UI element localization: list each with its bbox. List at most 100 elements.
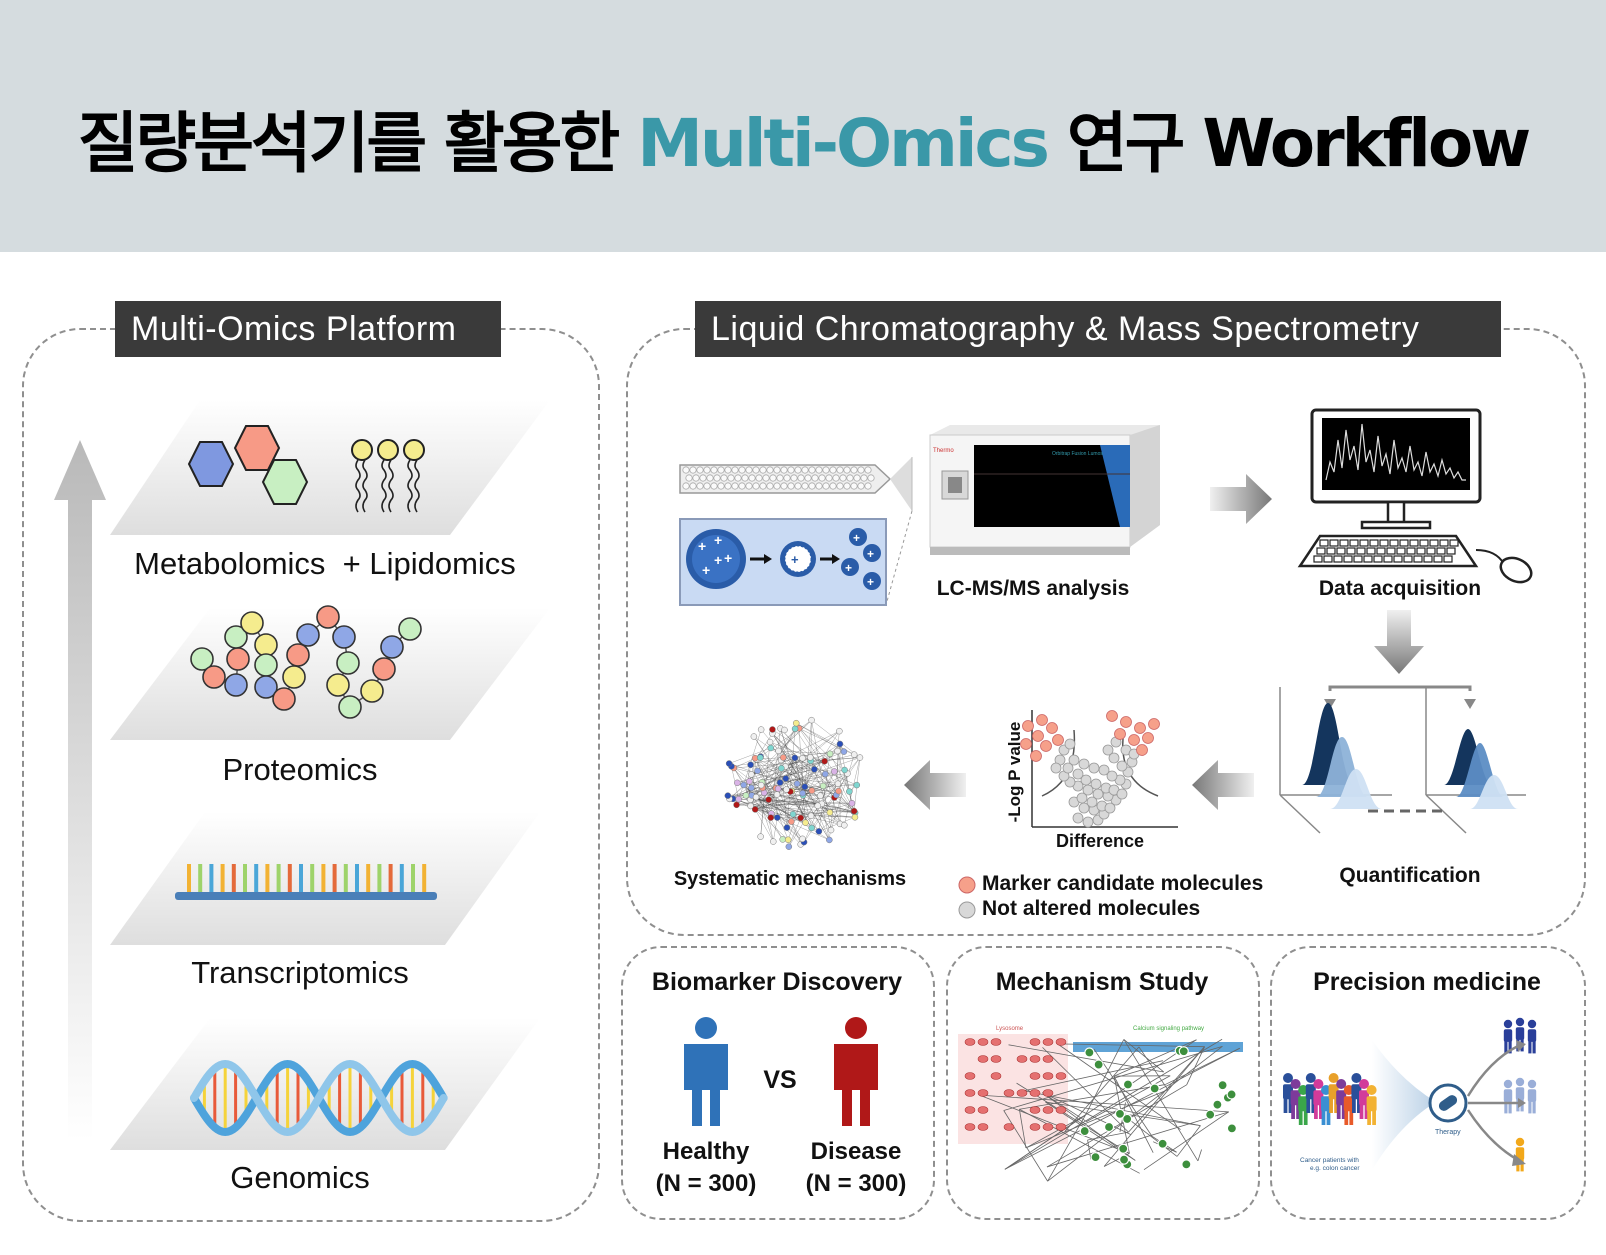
- proteomics-label: Proteomics: [222, 752, 378, 787]
- rna-base: [198, 864, 203, 894]
- amino-acid-bead: [316, 605, 340, 629]
- lc-column-icon: +++++ + ++++: [679, 457, 913, 606]
- amino-acid-bead: [372, 657, 396, 681]
- lysosome-text: Lysosome: [996, 1026, 1024, 1032]
- model-text: Orbitrap Fusion Lumos: [1052, 451, 1103, 457]
- precision-medicine-icon: Therapy Cancer patients with e.g. colon …: [1283, 1017, 1537, 1172]
- patients-text-2: e.g. colon cancer: [1310, 1165, 1360, 1172]
- volcano-ylabel: -Log P value: [1005, 721, 1024, 823]
- volcano-plot-icon: [1020, 710, 1178, 828]
- title-part1: 질량분석기를 활용한: [77, 105, 638, 182]
- volcano-xlabel: Difference: [1055, 831, 1145, 851]
- biomarker-card: [621, 946, 935, 1220]
- arrow-left-icon-1: [1192, 760, 1254, 810]
- data-acquisition-label: Data acquisition: [1318, 577, 1482, 600]
- healthy-n: (N = 300): [655, 1170, 757, 1197]
- multi-omics-tag: Multi-Omics Platform: [115, 301, 501, 357]
- precision-title: Precision medicine: [1313, 968, 1541, 996]
- rna-base: [411, 864, 415, 894]
- rna-backbone: [175, 892, 437, 900]
- metabolomics-label: Metabolomics + Lipidomics: [134, 546, 516, 581]
- amino-acid-bead: [254, 653, 278, 677]
- biomarker-title: Biomarker Discovery: [651, 968, 903, 996]
- legend-marker-icon: [958, 876, 976, 894]
- header-banner: [0, 0, 1606, 252]
- amino-acid-bead: [286, 643, 310, 667]
- amino-acid-bead: [224, 625, 248, 649]
- lipid-icon: [351, 439, 425, 513]
- healthy-label: Healthy: [662, 1138, 750, 1165]
- amino-acid-bead: [360, 679, 384, 703]
- mechanism-title: Mechanism Study: [995, 968, 1209, 996]
- precision-card: [1270, 946, 1586, 1220]
- arrow-down-icon: [1374, 610, 1424, 674]
- rna-base: [332, 864, 337, 894]
- svg-text:+: +: [702, 562, 710, 578]
- page-title: 질량분석기를 활용한 Multi-Omics 연구 Workflow: [0, 90, 1606, 186]
- svg-text:+: +: [845, 561, 852, 575]
- rna-base: [343, 864, 348, 894]
- healthy-person-icon: [684, 1017, 728, 1126]
- rna-base: [399, 864, 404, 894]
- rna-strand-icon: [175, 864, 437, 900]
- legend-not-altered-icon: [958, 901, 976, 919]
- layer-plates: [110, 400, 550, 1150]
- lcms-tag: Liquid Chromatography & Mass Spectrometr…: [695, 301, 1501, 357]
- rna-base: [276, 864, 281, 894]
- rna-base: [355, 864, 359, 894]
- proteomics-plate: [110, 608, 550, 740]
- therapy-text: Therapy: [1435, 1129, 1461, 1136]
- mass-spectrometer-icon: Thermo Orbitrap Fusion Lumos: [929, 425, 1160, 555]
- rna-base: [220, 864, 225, 894]
- network-icon: [724, 716, 864, 850]
- disease-label: Disease: [810, 1138, 902, 1165]
- amino-acid-bead: [240, 611, 264, 635]
- amino-acid-bead: [202, 665, 226, 689]
- amino-acid-bead: [296, 623, 320, 647]
- rna-base: [377, 864, 382, 894]
- rna-base: [299, 864, 303, 894]
- amino-acid-bead: [398, 617, 422, 641]
- rna-base: [310, 864, 315, 894]
- amino-acid-bead: [254, 675, 278, 699]
- lcms-label: LC-MS/MS analysis: [936, 577, 1130, 600]
- transcriptomics-label: Transcriptomics: [191, 955, 409, 990]
- amino-acid-bead: [226, 647, 250, 671]
- calcium-text: Calcium signaling pathway: [1133, 1026, 1204, 1032]
- systematic-mechanisms-label: Systematic mechanisms: [673, 868, 907, 890]
- amino-acid-bead: [336, 651, 360, 675]
- disease-n: (N = 300): [805, 1170, 907, 1197]
- brand-text: Thermo: [933, 448, 954, 454]
- amino-acid-bead: [282, 665, 306, 689]
- svg-text:+: +: [791, 552, 799, 567]
- legend-marker-text: Marker candidate molecules: [982, 872, 1264, 895]
- arrow-left-icon-2: [904, 760, 966, 810]
- svg-text:+: +: [714, 552, 722, 568]
- amino-acid-bead: [380, 635, 404, 659]
- mechanism-card: [946, 946, 1260, 1220]
- quantification-chart-icon: [1279, 685, 1526, 834]
- svg-text:+: +: [714, 532, 722, 548]
- rna-base: [243, 864, 247, 894]
- svg-text:+: +: [853, 531, 860, 545]
- arrow-right-icon-1: [1210, 474, 1272, 524]
- amino-acid-bead: [190, 647, 214, 671]
- svg-text:+: +: [724, 550, 732, 566]
- metabolomics-plate: [110, 400, 550, 535]
- genomics-label: Genomics: [230, 1160, 370, 1195]
- rna-base: [265, 864, 270, 894]
- amino-acid-bead: [332, 625, 356, 649]
- rna-base: [321, 864, 326, 894]
- hexagon-molecule-icon: [187, 425, 309, 505]
- rna-base: [422, 864, 427, 894]
- rna-base: [231, 864, 236, 894]
- amino-acid-bead: [254, 633, 278, 657]
- pathway-map-icon: Lysosome Calcium signaling pathway: [958, 1020, 1248, 1190]
- quantification-label: Quantification: [1339, 864, 1481, 887]
- title-part2: 연구 Workflow: [1046, 105, 1531, 182]
- vs-text: VS: [763, 1066, 797, 1094]
- computer-icon: [1297, 408, 1533, 584]
- title-accent: Multi-Omics: [637, 105, 1050, 182]
- rna-base: [187, 864, 191, 894]
- rna-base: [209, 864, 214, 894]
